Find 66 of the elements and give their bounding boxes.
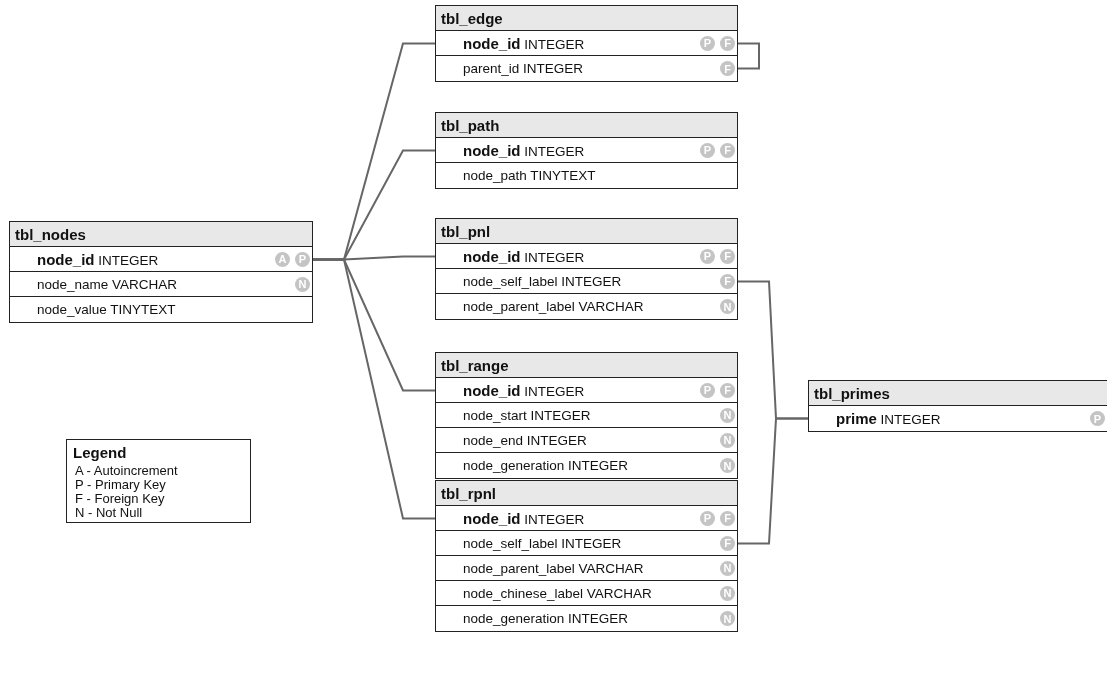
field-text: node_id INTEGER bbox=[463, 509, 586, 527]
relationship-line bbox=[736, 42, 760, 70]
table-name: tbl_pnl bbox=[441, 222, 491, 240]
key-badge: F bbox=[720, 248, 735, 264]
table-card bbox=[435, 5, 738, 82]
field-text: node_start INTEGER bbox=[463, 407, 592, 423]
field-text: node_parent_label VARCHAR bbox=[463, 299, 645, 314]
relationship-line bbox=[311, 258, 437, 520]
field-text: node_generation INTEGER bbox=[463, 611, 630, 626]
field-text: parent_id INTEGER bbox=[463, 61, 585, 76]
key-badge: N bbox=[720, 299, 735, 314]
table-name: tbl_primes bbox=[814, 384, 890, 402]
field-text: node_id INTEGER bbox=[463, 381, 586, 399]
key-badge: P bbox=[295, 251, 310, 267]
key-badge: N bbox=[720, 432, 735, 448]
table-name: tbl_rpnl bbox=[441, 484, 496, 502]
key-badge: P bbox=[1090, 411, 1105, 426]
key-badge: F bbox=[720, 35, 735, 51]
field-text: node_id INTEGER bbox=[463, 247, 586, 265]
table-name: tbl_nodes bbox=[15, 225, 86, 243]
legend-entry: A - Autoincrement bbox=[74, 464, 178, 478]
table-name: tbl_edge bbox=[441, 9, 503, 27]
key-badge: N bbox=[295, 276, 310, 292]
key-badge: N bbox=[720, 458, 735, 473]
legend-entry: P - Primary Key bbox=[74, 478, 166, 492]
field-text: node_id INTEGER bbox=[37, 250, 160, 268]
field-text: prime INTEGER bbox=[836, 410, 942, 427]
key-badge: F bbox=[720, 142, 735, 158]
legend-entry: F - Foreign Key bbox=[74, 492, 165, 506]
field-text: node_parent_label VARCHAR bbox=[463, 560, 645, 576]
key-badge: F bbox=[720, 510, 735, 526]
key-badge: P bbox=[700, 510, 715, 526]
table-card bbox=[808, 380, 1107, 432]
field-text: node_end INTEGER bbox=[463, 432, 588, 448]
key-badge: F bbox=[720, 61, 735, 76]
legend-title: Legend bbox=[73, 444, 127, 461]
key-badge: P bbox=[700, 142, 715, 158]
key-badge: N bbox=[720, 585, 735, 601]
key-badge: N bbox=[720, 560, 735, 576]
table-card bbox=[435, 352, 738, 479]
field-text: node_path TINYTEXT bbox=[463, 168, 597, 183]
table-name: tbl_path bbox=[441, 116, 500, 134]
field-text: node_id INTEGER bbox=[463, 141, 586, 159]
key-badge: N bbox=[720, 611, 735, 626]
key-badge: P bbox=[700, 35, 715, 51]
relationship-line bbox=[736, 417, 810, 545]
key-badge: F bbox=[720, 535, 735, 551]
key-badge: P bbox=[700, 382, 715, 398]
field-text: node_self_label INTEGER bbox=[463, 535, 623, 551]
legend-entry: N - Not Null bbox=[74, 506, 143, 520]
key-badge: P bbox=[700, 248, 715, 264]
table-name: tbl_range bbox=[441, 356, 509, 374]
table-card bbox=[435, 112, 738, 189]
key-badge: F bbox=[720, 273, 735, 289]
table-card bbox=[9, 221, 313, 323]
field-text: node_generation INTEGER bbox=[463, 458, 630, 473]
table-card bbox=[435, 480, 738, 632]
key-badge: A bbox=[275, 251, 290, 267]
field-text: node_value TINYTEXT bbox=[37, 302, 177, 317]
key-badge: N bbox=[720, 407, 735, 423]
field-text: node_id INTEGER bbox=[463, 34, 586, 52]
table-card bbox=[435, 218, 738, 320]
field-text: node_chinese_label VARCHAR bbox=[463, 585, 653, 601]
field-text: node_name VARCHAR bbox=[37, 276, 179, 292]
key-badge: F bbox=[720, 382, 735, 398]
field-text: node_self_label INTEGER bbox=[463, 273, 623, 289]
